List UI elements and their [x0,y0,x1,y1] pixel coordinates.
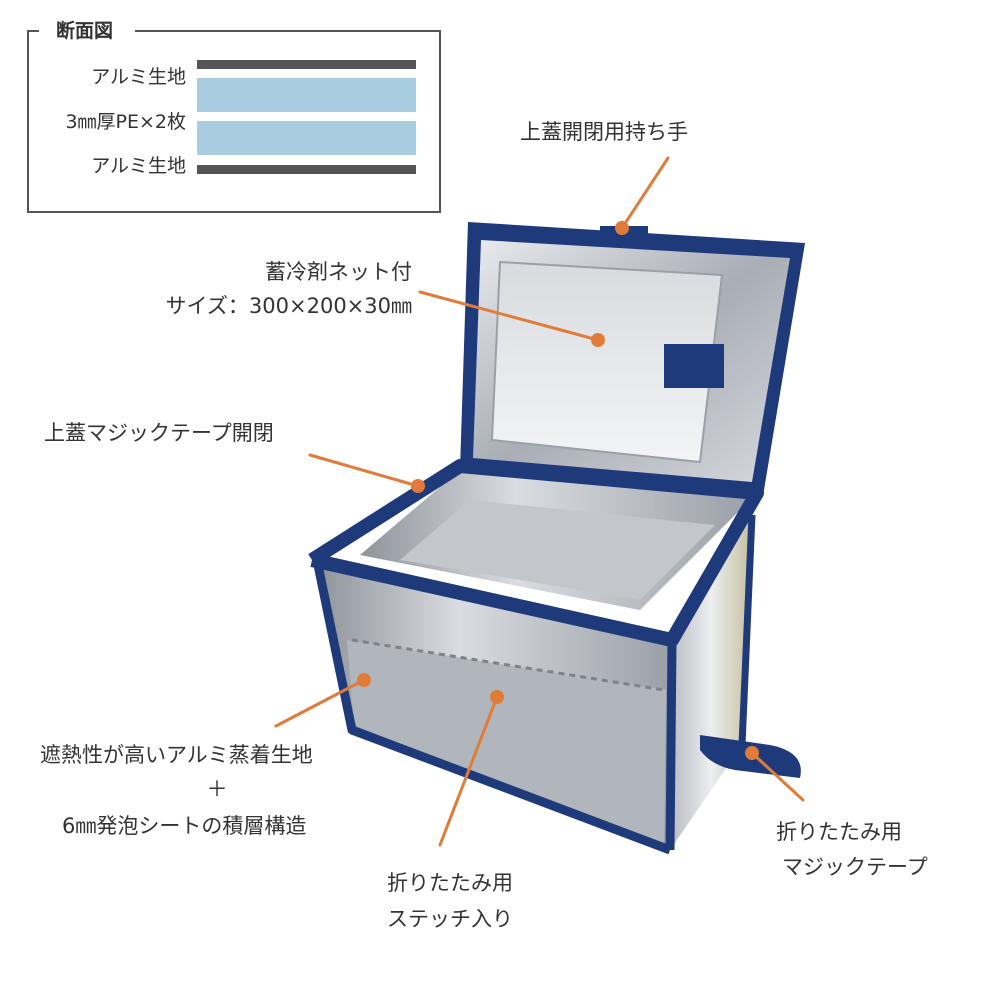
leader-material [274,678,366,728]
callout-ice-net-size: サイズ：300×200×30㎜ [165,294,412,318]
layer-aluminum-bottom [197,165,416,174]
callout-fold-velcro-1: 折りたたみ用 [776,820,902,844]
callout-stitch-1: 折りたたみ用 [387,871,513,895]
box-edge [135,30,441,32]
layer-aluminum-top [197,60,416,69]
leader-dot-material [357,673,371,687]
cross-section-title: 断面図 [52,16,118,43]
leader-dot-fold-velcro [745,746,759,760]
bag-front-lower [347,640,666,845]
bag-edge-left [313,564,672,855]
layer-label-pe: 3㎜厚PE×2枚 [65,111,186,133]
bag-rim [308,459,764,647]
callout-fold-velcro-2: マジックテープ [782,855,928,879]
bag-side [670,515,752,850]
leader-lid-handle [620,156,670,230]
leader-velcro-lid [308,453,420,488]
callout-velcro-lid: 上蓋マジックテープ開閉 [44,421,274,445]
bag-inner-floor [400,500,715,600]
layer-label-aluminum-bottom: アルミ生地 [91,155,186,177]
layer-label-aluminum-top: アルミ生地 [91,66,186,88]
cross-section-box [27,30,441,213]
lid-ice-net [490,260,724,464]
callout-lid-handle: 上蓋開閉用持ち手 [520,120,688,144]
callout-material-3: 6㎜発泡シートの積層構造 [62,814,307,838]
leader-dot-velcro-lid [411,479,425,493]
callout-stitch-2: ステッチ入り [387,907,513,931]
layer-pe-1 [197,78,416,112]
leader-dot-ice-net [591,333,605,347]
fold-stitch-line [351,638,665,692]
leader-dot-lid-handle [615,221,629,235]
callout-material-1: 遮熱性が高いアルミ蒸着生地 [40,743,313,767]
layer-pe-2 [197,121,416,155]
callout-ice-net-title: 蓄冷剤ネット付 [265,260,412,284]
lid-tab [664,344,724,388]
bag-edge-right [738,514,756,746]
bag-edge-front [665,639,677,851]
box-edge [27,30,39,32]
callout-material-plus: ＋ [206,777,228,801]
box-edge [27,30,29,213]
leader-stitch [438,695,499,847]
leader-dot-stitch [490,690,504,704]
leader-ice-net [418,290,600,342]
leader-fold-velcro [750,751,805,802]
